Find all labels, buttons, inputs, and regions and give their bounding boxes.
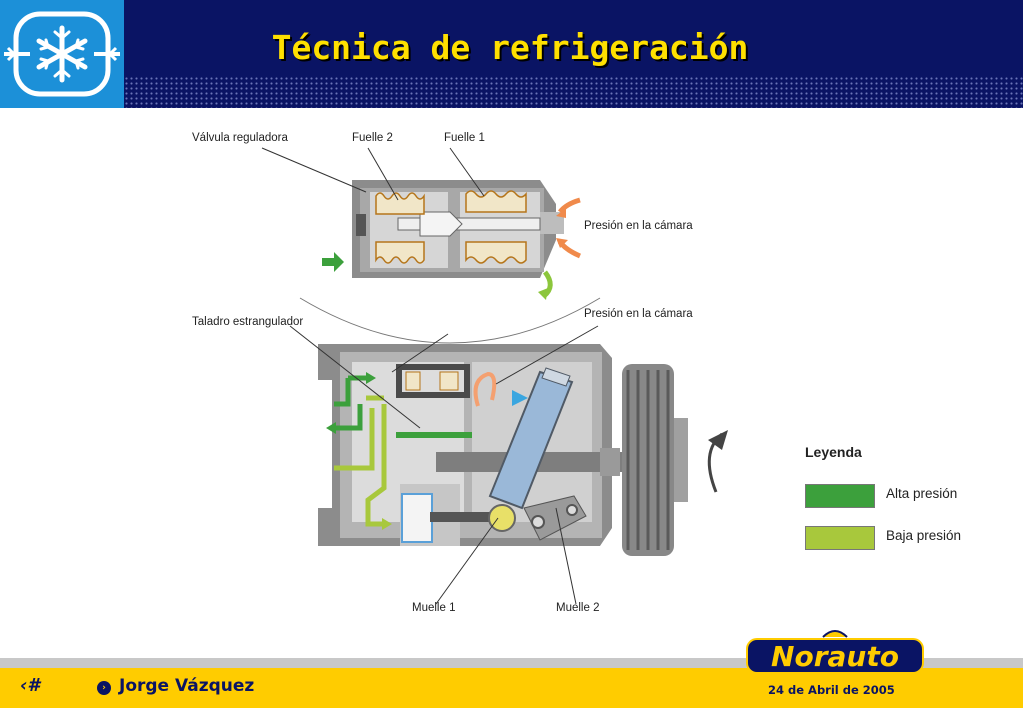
label-fuelle-2: Fuelle 2 <box>352 132 393 144</box>
norauto-logo-text: Norauto <box>771 640 899 673</box>
label-fuelle-1: Fuelle 1 <box>444 132 485 144</box>
leader-lines <box>261 147 599 605</box>
footer-divider <box>0 658 1023 668</box>
norauto-logo: Norauto <box>746 630 924 674</box>
snowflake-icon <box>4 11 120 97</box>
compressor-diagram: Válvula reguladora Fuelle 2 Fuelle 1 Pre… <box>0 108 1023 638</box>
label-muelle-2: Muelle 2 <box>556 602 600 614</box>
page-title: Técnica de refrigeración <box>271 28 749 67</box>
compressor-body <box>318 344 728 556</box>
author-name: Jorge Vázquez <box>119 676 255 696</box>
legend-swatch-baja <box>805 526 875 550</box>
legend-swatch-alta <box>805 484 875 508</box>
label-taladro-estrangulador: Taladro estrangulador <box>192 316 304 328</box>
valve-detail <box>322 180 582 300</box>
bullet-arrow-icon: › <box>97 681 111 695</box>
legend-label-baja: Baja presión <box>886 528 962 543</box>
refrigeration-logo <box>0 0 124 108</box>
footer-bar <box>0 668 1023 708</box>
compressor-illustration <box>261 147 728 605</box>
legend-label-alta: Alta presión <box>886 486 958 501</box>
legend-title: Leyenda <box>805 444 862 460</box>
label-presion-camara-mid: Presión en la cámara <box>584 308 693 320</box>
page-number: ‹# <box>20 675 40 696</box>
presentation-date: 24 de Abril de 2005 <box>768 683 895 697</box>
label-muelle-1: Muelle 1 <box>412 602 456 614</box>
label-presion-camara-top: Presión en la cámara <box>584 220 693 232</box>
label-valvula-reguladora: Válvula reguladora <box>192 132 288 144</box>
dot-pattern <box>124 76 1023 108</box>
header-bar: Técnica de refrigeración <box>0 0 1023 108</box>
